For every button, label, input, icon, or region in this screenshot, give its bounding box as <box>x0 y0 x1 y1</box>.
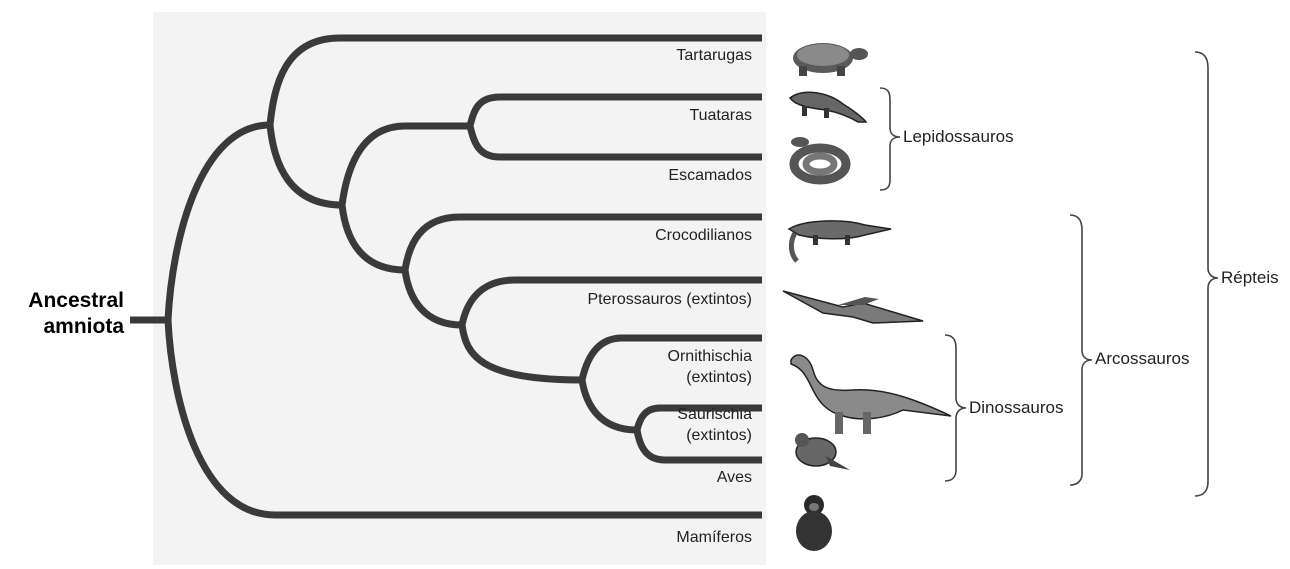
taxon-line1: Saurischia <box>677 404 752 425</box>
taxon-line1: Mamíferos <box>676 527 752 548</box>
taxon-line1: Ornithischia <box>668 346 752 367</box>
taxon-label-saurischia: Saurischia (extintos) <box>677 404 752 446</box>
root-label-line1: Ancestral <box>0 288 124 314</box>
turtle-icon <box>793 43 868 76</box>
group-label-dinossauros: Dinossauros <box>969 398 1064 418</box>
snake-icon <box>791 137 846 180</box>
branch-to-ornithodirans <box>405 270 462 325</box>
branch-to-reptiles <box>168 125 270 320</box>
branch-to-archosaurs <box>342 205 405 270</box>
taxon-label-pterossauros: Pterossauros (extintos) <box>587 289 752 310</box>
crocodile-icon <box>789 221 891 261</box>
group-brackets <box>880 52 1218 496</box>
group-label-arcossauros: Arcossauros <box>1095 349 1189 369</box>
pterosaur-icon <box>783 291 923 323</box>
taxon-label-mamiferos: Mamíferos <box>676 527 752 548</box>
sauropod-icon <box>791 355 951 434</box>
group-label-lepidossauros: Lepidossauros <box>903 127 1014 147</box>
taxon-label-ornithischia: Ornithischia (extintos) <box>668 346 752 388</box>
taxon-line1: Tartarugas <box>676 45 752 66</box>
tree-branches <box>130 38 762 515</box>
taxon-label-tuataras: Tuataras <box>689 105 752 126</box>
taxon-line1: Crocodilianos <box>655 225 752 246</box>
taxon-line2: (extintos) <box>677 425 752 446</box>
branch-to-dinosaurs <box>462 325 582 380</box>
bracket-repteis <box>1195 52 1218 496</box>
taxon-line2: (extintos) <box>668 367 752 388</box>
taxon-label-aves: Aves <box>717 467 752 488</box>
root-label: Ancestral amniota <box>0 288 124 340</box>
taxon-line1: Tuataras <box>689 105 752 126</box>
chimpanzee-icon <box>796 495 832 551</box>
taxon-label-escamados: Escamados <box>668 165 752 186</box>
branch-to-squamates <box>470 126 762 157</box>
branch-to-diapsids <box>270 125 342 205</box>
taxon-line1: Aves <box>717 467 752 488</box>
taxon-line1: Pterossauros (extintos) <box>587 289 752 310</box>
bracket-arcossauros <box>1070 215 1092 485</box>
bracket-dinossauros <box>945 335 966 481</box>
branch-to-lepidosaurs <box>342 126 405 205</box>
branch-to-saurischia <box>582 380 637 430</box>
group-label-repteis: Répteis <box>1221 268 1279 288</box>
taxon-label-crocodilianos: Crocodilianos <box>655 225 752 246</box>
tuatara-icon <box>790 92 866 122</box>
bracket-lepidossauros <box>880 88 900 190</box>
taxon-line1: Escamados <box>668 165 752 186</box>
pigeon-icon <box>795 433 850 470</box>
root-label-line2: amniota <box>0 314 124 340</box>
taxon-label-tartarugas: Tartarugas <box>676 45 752 66</box>
